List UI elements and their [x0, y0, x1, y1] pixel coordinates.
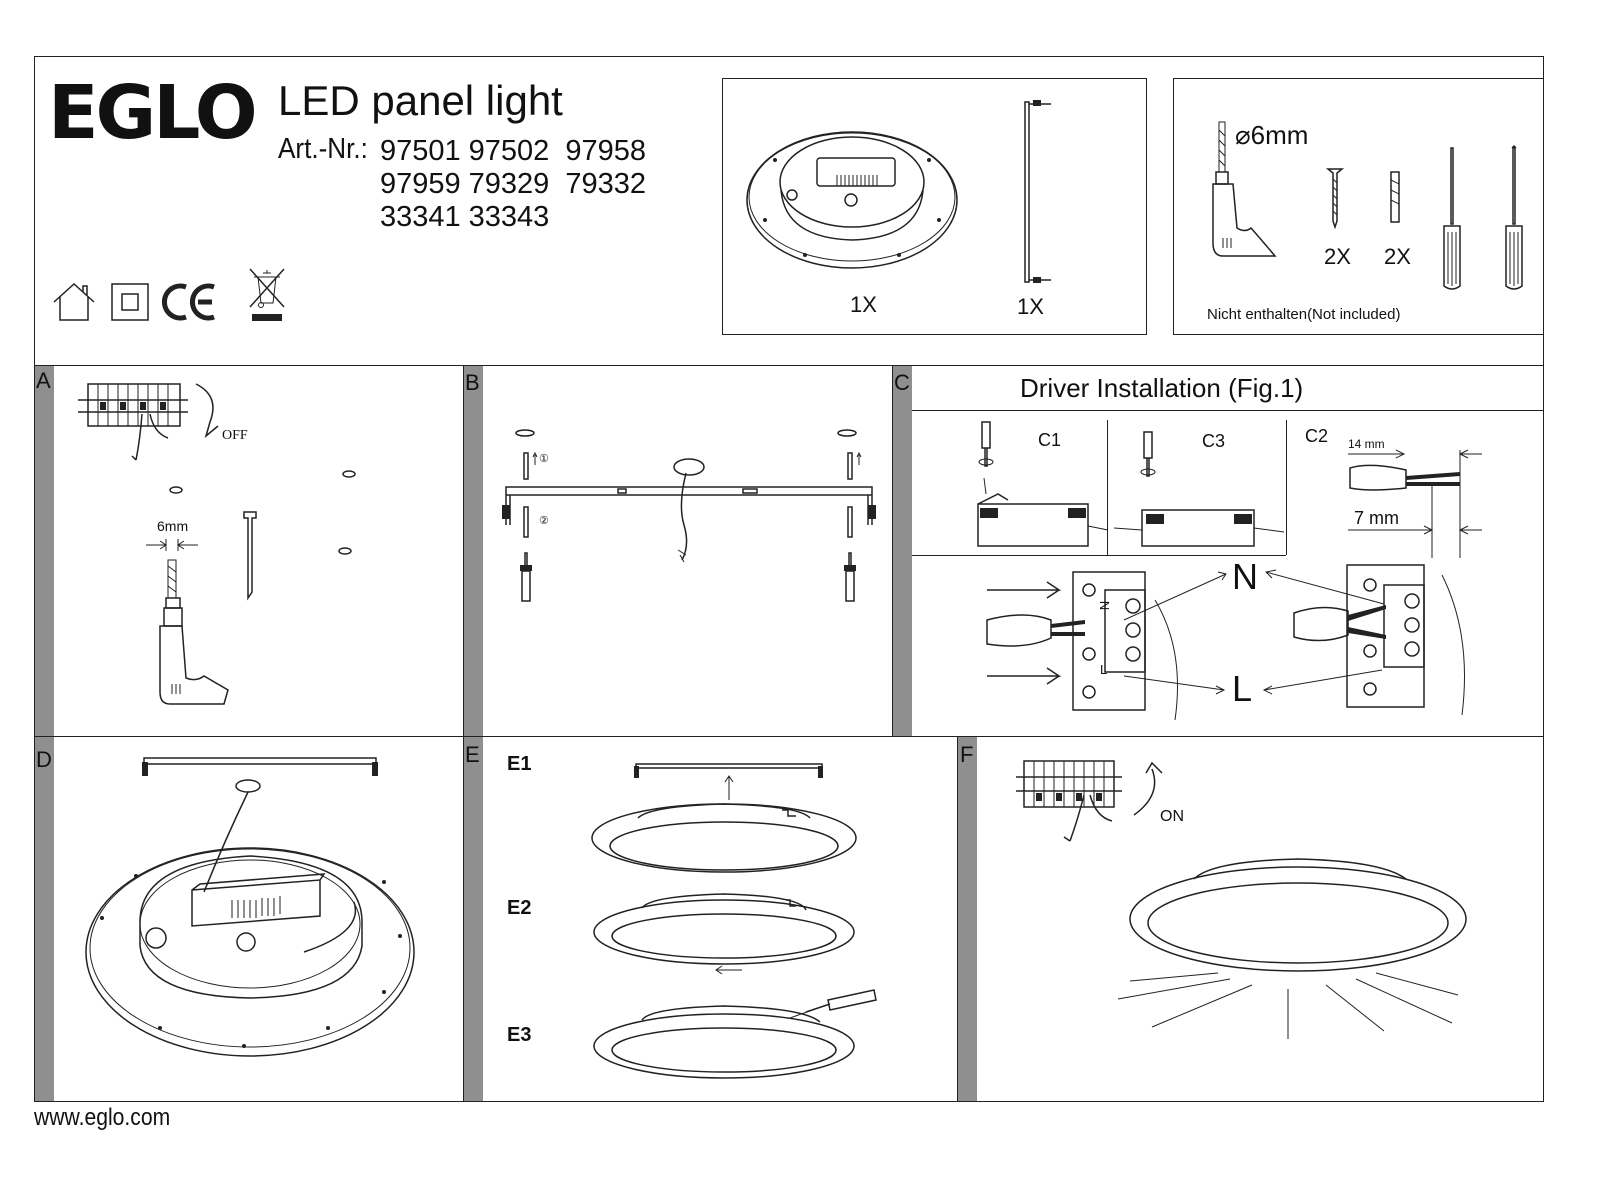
- gutter-f: [958, 737, 977, 1101]
- footer-website: www.eglo.com: [34, 1104, 171, 1131]
- weee-bin-icon: [249, 268, 285, 321]
- divider-ef: [957, 736, 958, 1102]
- tools-not-included-note: Nicht enthalten(Not included): [1207, 306, 1401, 323]
- c3-label: C3: [1202, 431, 1226, 451]
- gutter-d: [35, 737, 54, 1101]
- plug-quantity: 2X: [1384, 244, 1411, 269]
- article-number: 33343: [468, 201, 550, 233]
- article-number: 97959: [380, 168, 461, 200]
- driver-installation-title: Driver Installation (Fig.1): [1020, 373, 1304, 403]
- driver-cover-closed-drawing: [1113, 431, 1285, 547]
- ceiling-hole-mark: [169, 486, 183, 494]
- terminal-block-left-drawing: [986, 571, 1178, 721]
- divider-ab: [463, 365, 464, 736]
- article-number: 79332: [565, 168, 646, 200]
- phillips-screwdriver-icon: [1505, 144, 1523, 290]
- drill-icon: [159, 559, 229, 705]
- live-label: L: [1232, 668, 1253, 709]
- step-two-marker: ②: [539, 515, 549, 527]
- section-letter-c: C: [894, 370, 910, 395]
- c3-right-divider: [1286, 420, 1287, 555]
- wall-plug-icon: [243, 511, 257, 601]
- wall-plug-icon: [1390, 171, 1400, 223]
- slotted-screwdriver-icon: [1443, 147, 1461, 290]
- wire-connection-arrows: [1123, 569, 1385, 695]
- c1-c3-bottom: [912, 555, 1286, 556]
- gutter-e: [464, 737, 483, 1101]
- on-label: ON: [1160, 808, 1184, 825]
- page-frame: [34, 56, 1544, 1102]
- screw-quantity: 2X: [1324, 244, 1351, 269]
- divider-de: [463, 736, 464, 1102]
- c1-label: C1: [1038, 430, 1062, 450]
- step-e3-label: E3: [507, 1024, 532, 1046]
- step-e2-label: E2: [507, 897, 532, 919]
- indoor-use-icon: [53, 282, 95, 321]
- screw-icon: [1325, 168, 1345, 230]
- c-title-underline: [912, 410, 1544, 411]
- section-letter-e: E: [465, 742, 480, 767]
- contents-box: [722, 78, 1147, 335]
- breaker-panel-on-drawing: [1016, 760, 1163, 842]
- drill-size-label: ⌀6mm: [1235, 120, 1309, 150]
- off-label: OFF: [222, 428, 248, 443]
- divider-top: [34, 365, 1544, 366]
- article-number: 97502: [468, 135, 550, 167]
- c2-label: C2: [1305, 426, 1329, 446]
- dimension-arrows: [146, 539, 198, 551]
- bracket-quantity: 1X: [1017, 294, 1044, 319]
- drill-diameter-label: 6mm: [157, 518, 189, 534]
- terminal-block-right-drawing: [1293, 564, 1465, 716]
- panel-quantity: 1X: [850, 292, 877, 317]
- article-number: 97958: [565, 135, 646, 167]
- driver-cover-open-drawing: [977, 421, 1109, 547]
- neutral-label: N: [1232, 556, 1258, 597]
- article-number: 33341: [380, 201, 461, 233]
- ceiling-hole-mark: [338, 547, 352, 555]
- tools-box: [1173, 78, 1544, 335]
- article-label: Art.-Nr.:: [278, 133, 368, 165]
- section-letter-a: A: [36, 368, 51, 393]
- step-one-marker: ①: [539, 453, 549, 465]
- wire-strip-diagram: [1348, 449, 1482, 558]
- c1-c3-divider: [1107, 420, 1108, 555]
- panel-back-drawing: [746, 131, 958, 269]
- article-number: 79329: [468, 168, 550, 200]
- mounting-bracket-drawing: [1024, 100, 1051, 283]
- section-letter-d: D: [36, 747, 52, 772]
- panel-attach-drawing: [591, 763, 877, 1079]
- divider-bc: [892, 365, 893, 736]
- terminal-l-label: L: [1100, 662, 1108, 677]
- ceiling-hole-mark: [342, 470, 356, 478]
- brand-logo: EGLO: [48, 70, 258, 156]
- panel-lit-drawing: [1117, 858, 1467, 1039]
- gutter-c: [893, 366, 912, 736]
- product-title: LED panel light: [278, 77, 563, 124]
- divider-middle: [34, 736, 1544, 737]
- section-letter-b: B: [465, 370, 480, 395]
- gutter-b: [464, 366, 483, 736]
- class-ii-icon: [111, 283, 149, 321]
- gutter-a: [35, 366, 54, 736]
- breaker-panel-off-drawing: [78, 383, 219, 461]
- drill-icon: [1212, 121, 1277, 257]
- article-number: 97501: [380, 135, 461, 167]
- bracket-mounting-drawing: [502, 429, 876, 602]
- panel-connection-drawing: [85, 757, 415, 1057]
- strip-length-7mm: 7 mm: [1354, 508, 1399, 528]
- section-letter-f: F: [960, 742, 974, 767]
- step-e1-label: E1: [507, 753, 532, 775]
- strip-length-14mm: 14 mm: [1348, 437, 1385, 451]
- ce-mark-icon: [162, 283, 215, 321]
